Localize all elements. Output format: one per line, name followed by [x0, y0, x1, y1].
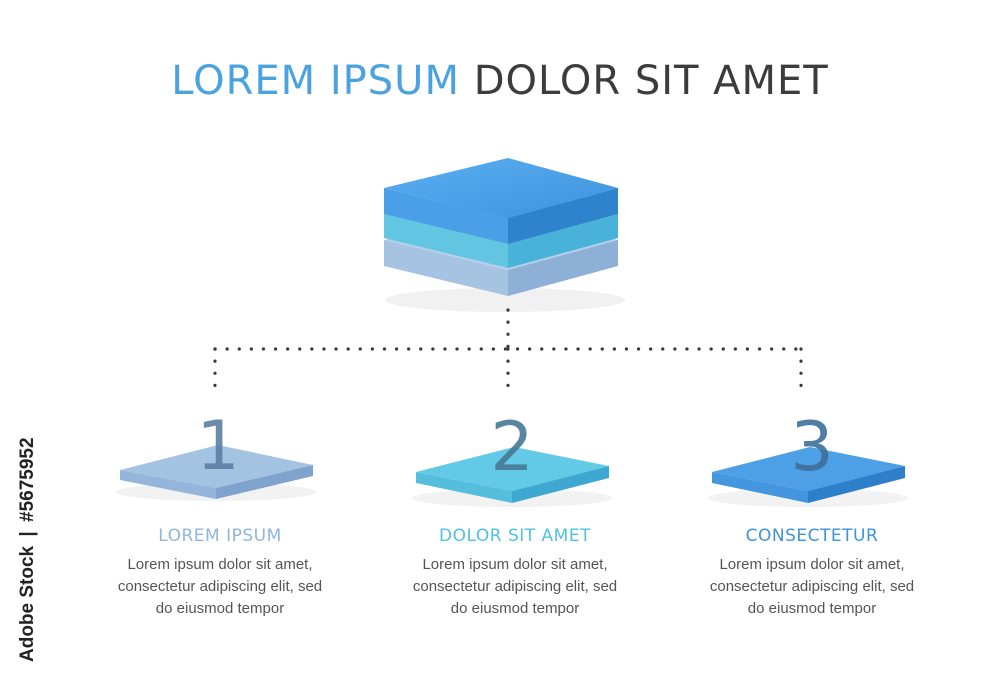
- step-number-1: 1: [196, 407, 239, 486]
- stock-watermark: Adobe Stock | #567595248: [2, 438, 46, 662]
- item-2-heading: DOLOR SIT AMET: [385, 526, 645, 546]
- item-1-line-3: do eiusmod tempor: [90, 598, 350, 620]
- item-2: DOLOR SIT AMET Lorem ipsum dolor sit ame…: [385, 526, 645, 620]
- stacked-layers-icon: [384, 158, 625, 312]
- svg-text:Adobe Stock | #567: Adobe Stock | #567595248: [17, 438, 38, 662]
- item-3-line-1: Lorem ipsum dolor sit amet,: [682, 554, 942, 576]
- item-1-heading: LOREM IPSUM: [90, 526, 350, 546]
- watermark-brand: Adobe Stock: [17, 545, 38, 662]
- item-3-line-2: consectetur adipiscing elit, sed: [682, 576, 942, 598]
- watermark-id: #567595248: [17, 438, 38, 522]
- item-2-text: Lorem ipsum dolor sit amet, consectetur …: [385, 554, 645, 620]
- item-3-line-3: do eiusmod tempor: [682, 598, 942, 620]
- item-1-line-2: consectetur adipiscing elit, sed: [90, 576, 350, 598]
- connector-lines: [215, 310, 801, 393]
- item-1-line-1: Lorem ipsum dolor sit amet,: [90, 554, 350, 576]
- item-2-line-3: do eiusmod tempor: [385, 598, 645, 620]
- step-number-3: 3: [790, 408, 833, 487]
- item-3-text: Lorem ipsum dolor sit amet, consectetur …: [682, 554, 942, 620]
- item-3-heading: CONSECTETUR: [682, 526, 942, 546]
- item-1: LOREM IPSUM Lorem ipsum dolor sit amet, …: [90, 526, 350, 620]
- step-number-2: 2: [490, 408, 533, 487]
- item-2-line-1: Lorem ipsum dolor sit amet,: [385, 554, 645, 576]
- watermark-separator: |: [17, 531, 38, 536]
- item-2-line-2: consectetur adipiscing elit, sed: [385, 576, 645, 598]
- item-1-text: Lorem ipsum dolor sit amet, consectetur …: [90, 554, 350, 620]
- item-3: CONSECTETUR Lorem ipsum dolor sit amet, …: [682, 526, 942, 620]
